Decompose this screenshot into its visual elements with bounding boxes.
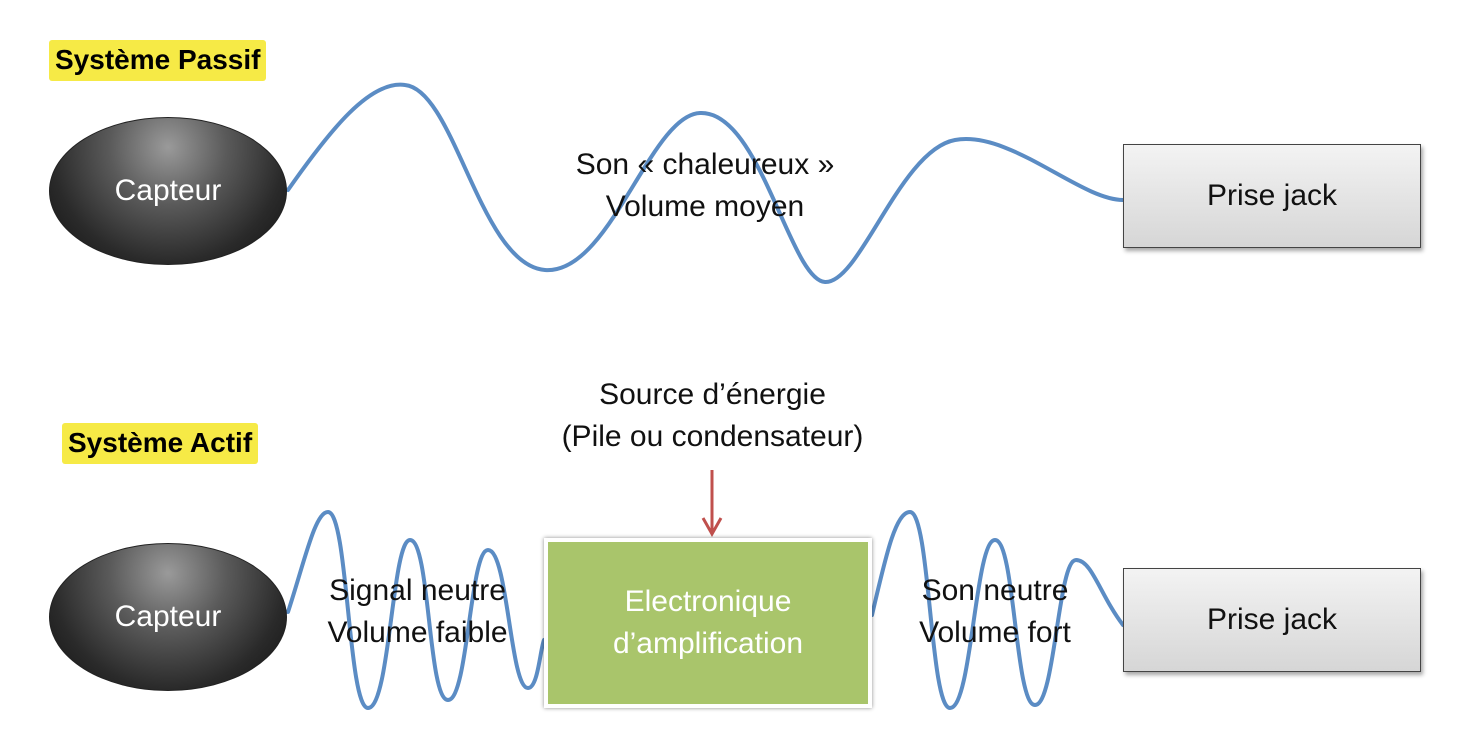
- active-output-label: Prise jack: [1206, 603, 1338, 636]
- passive-system-title: Système Passif: [49, 40, 267, 81]
- passive-output-jack: Prise jack: [1123, 144, 1421, 248]
- active-input-wave: [286, 509, 546, 711]
- output-signal-label: Son neutre Volume fort: [895, 570, 1095, 654]
- power-source-line1: Source d’énergie: [599, 378, 826, 411]
- passive-signal-wave: [286, 82, 1125, 285]
- output-signal-line1: Son neutre: [921, 574, 1069, 607]
- input-signal-line2: Volume faible: [327, 616, 508, 649]
- passive-sensor-label: Capteur: [114, 174, 222, 207]
- input-signal-line1: Signal neutre: [329, 574, 506, 607]
- passive-signal-line2: Volume moyen: [605, 190, 805, 223]
- amplifier-block: Electronique d’amplification: [544, 538, 872, 708]
- active-sensor-label: Capteur: [114, 600, 222, 633]
- power-source-line2: (Pile ou condensateur): [561, 420, 864, 453]
- active-output-wave: [870, 509, 1125, 711]
- amplifier-line1: Electronique: [624, 585, 792, 618]
- active-system-title: Système Actif: [62, 423, 259, 464]
- input-signal-label: Signal neutre Volume faible: [305, 570, 530, 654]
- passive-output-label: Prise jack: [1206, 179, 1338, 212]
- passive-signal-line1: Son « chaleureux »: [575, 148, 835, 181]
- active-sensor: Capteur: [49, 543, 287, 691]
- amplifier-line2: d’amplification: [612, 627, 804, 660]
- active-output-jack: Prise jack: [1123, 568, 1421, 672]
- passive-sensor: Capteur: [49, 117, 287, 265]
- passive-signal-label: Son « chaleureux » Volume moyen: [540, 144, 870, 228]
- power-arrow-head: [701, 517, 723, 538]
- power-source-label: Source d’énergie (Pile ou condensateur): [520, 374, 905, 458]
- output-signal-line2: Volume fort: [919, 616, 1071, 649]
